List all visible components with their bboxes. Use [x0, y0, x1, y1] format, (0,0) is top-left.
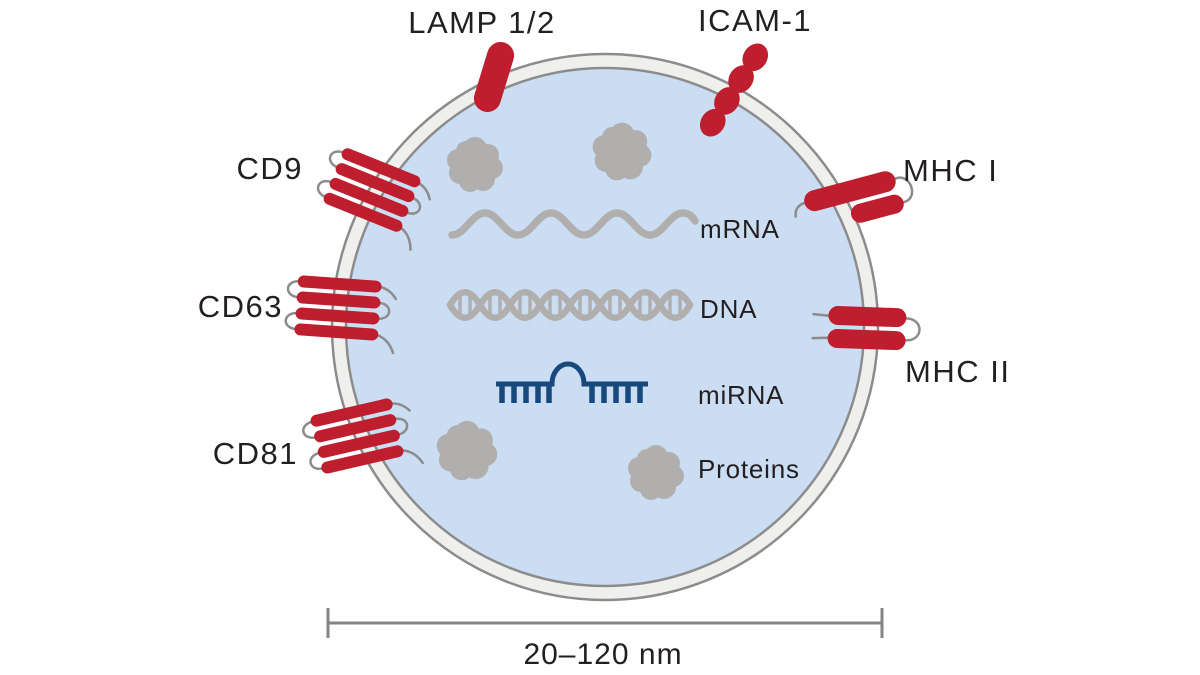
- lamp-marker: [473, 41, 515, 113]
- proteins-label: Proteins: [698, 454, 800, 484]
- cd9-label: CD9: [236, 151, 303, 186]
- mrna-label: mRNA: [700, 214, 780, 244]
- mrna-icon: [448, 209, 699, 239]
- mhc2-marker: [811, 306, 921, 351]
- mirna-label: miRNA: [698, 380, 784, 410]
- mhc1-label: MHC I: [903, 153, 998, 188]
- icam-label: ICAM-1: [698, 3, 812, 38]
- scale-bar: [326, 608, 884, 638]
- icam-marker: [699, 43, 769, 137]
- mirna-icon: [496, 361, 648, 403]
- mhc1-marker: [794, 171, 914, 223]
- dna-label: DNA: [700, 294, 757, 324]
- lamp-label: LAMP 1/2: [408, 5, 556, 40]
- cd63-label: CD63: [198, 289, 283, 324]
- cd81-label: CD81: [213, 436, 298, 471]
- mhc2-label: MHC II: [905, 354, 1010, 389]
- scale-bar-label: 20–120 nm: [523, 638, 682, 671]
- dna-icon: [446, 289, 694, 321]
